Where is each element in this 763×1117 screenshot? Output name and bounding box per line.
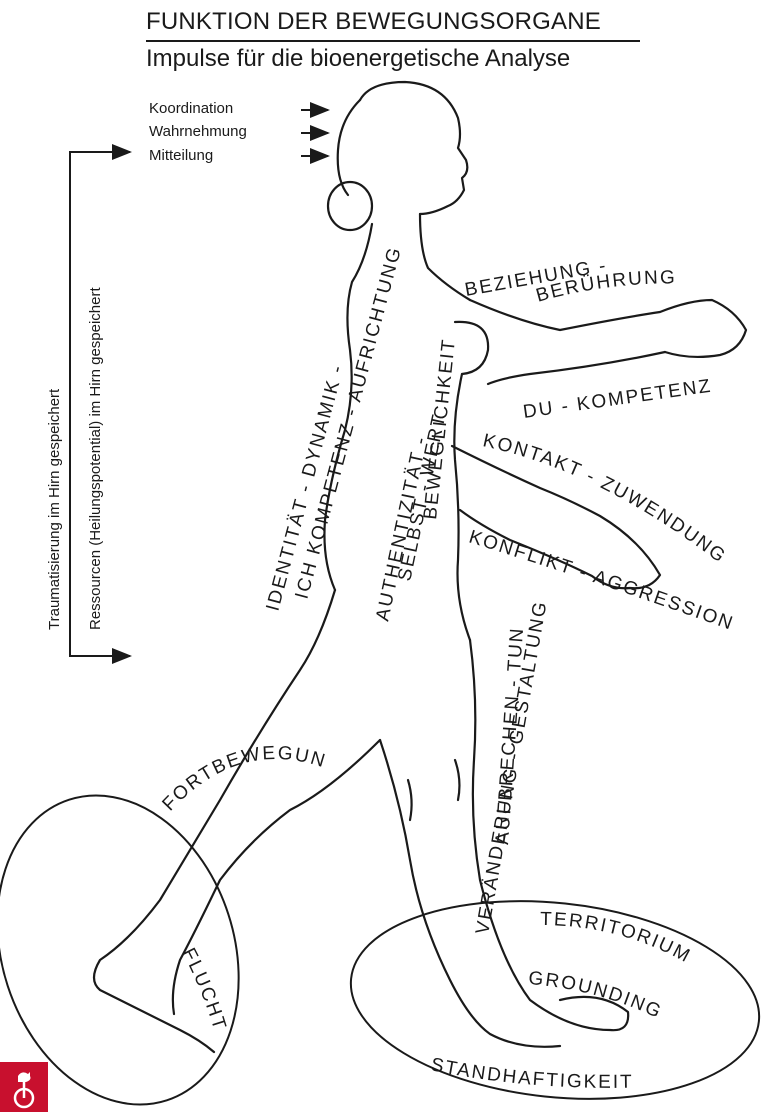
ground-label-grounding: GROUNDING [528, 968, 666, 1023]
arm-label-du-kompetenz: DU - KOMPETENZ [522, 376, 714, 423]
head-input-arrows [301, 110, 328, 156]
ground-label-standhaftigkeit: STANDHAFTIGKEIT [429, 1054, 634, 1093]
leg-label-fortbewegung: FORTBEWEGUNG [0, 0, 329, 815]
leg-label-flucht: FLUCHT [178, 945, 231, 1034]
publisher-logo [0, 1062, 48, 1112]
unicycle-bird-icon [0, 1062, 48, 1112]
ground-label-territorium: TERRITORIUM [540, 909, 695, 968]
storage-bracket-arrow [70, 152, 130, 656]
human-figure-outline [94, 82, 746, 1052]
